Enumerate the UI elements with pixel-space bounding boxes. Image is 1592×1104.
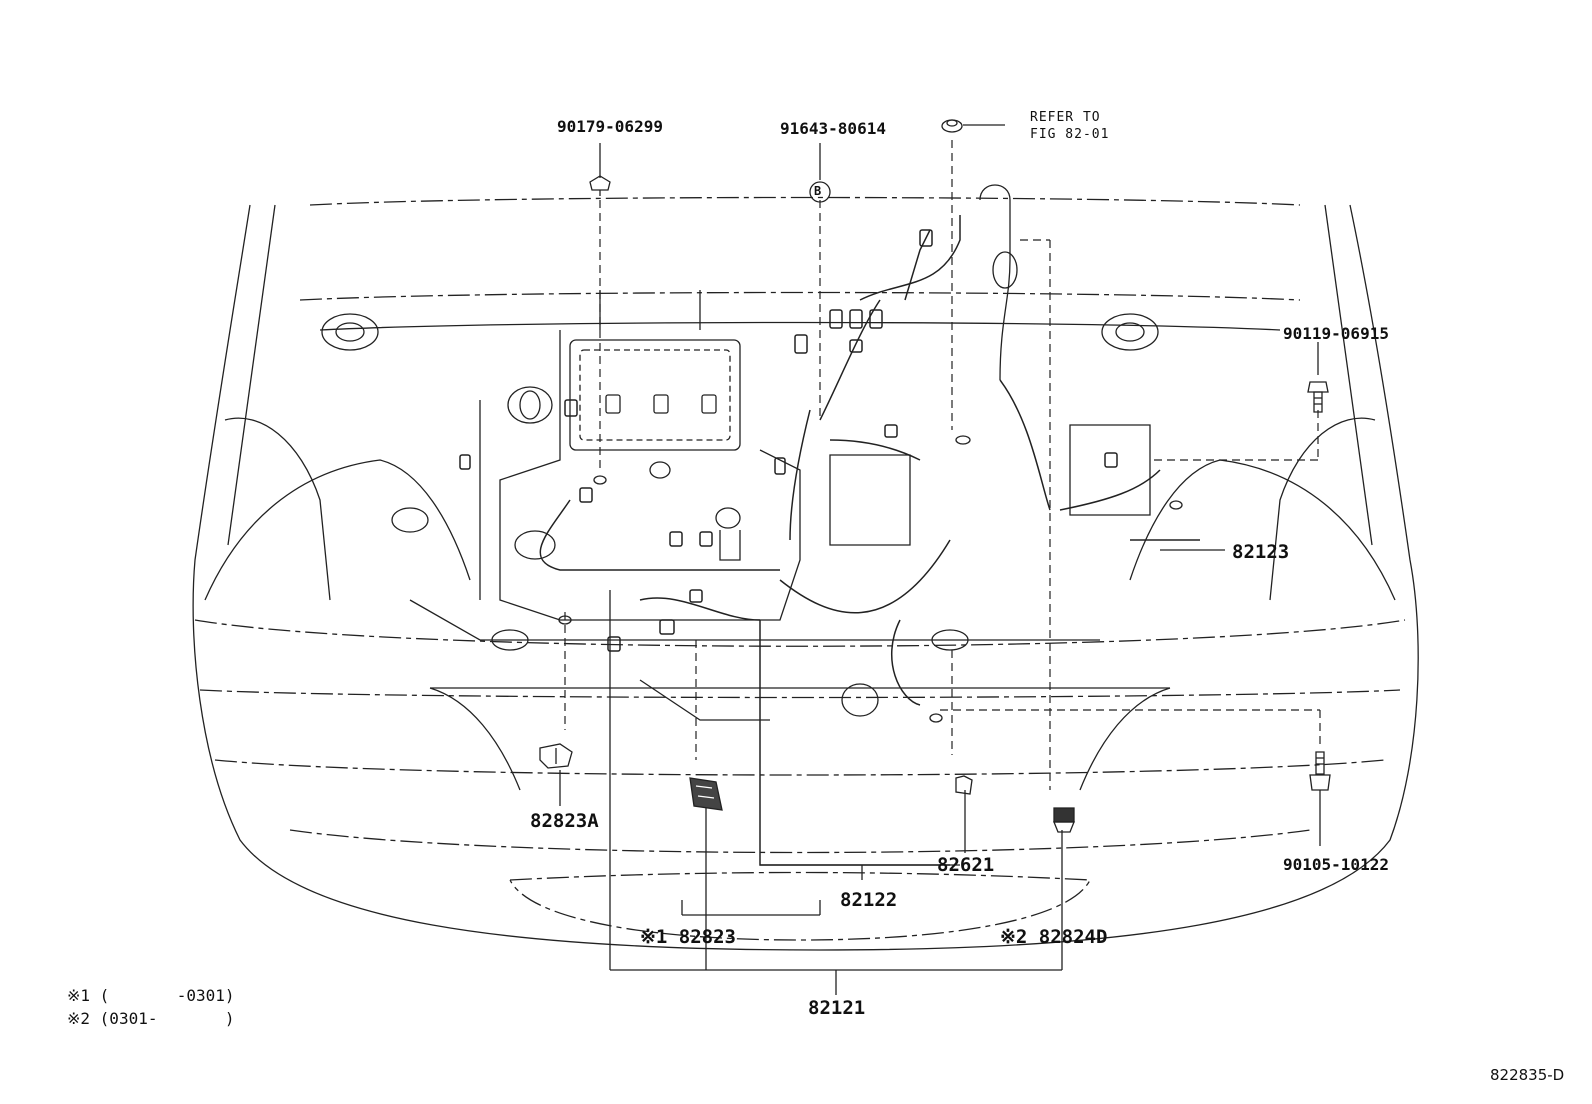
label-82824D: ※2 82824D (1000, 926, 1108, 948)
label-82123: 82123 (1232, 541, 1290, 563)
label-82621: 82621 (937, 854, 995, 876)
label-refer-fig: FIG 82-01 (1030, 127, 1110, 142)
label-90119-06915: 90119-06915 (1283, 324, 1389, 343)
label-circle-b: B (814, 184, 822, 198)
engine-sketch (392, 185, 1150, 720)
label-82122: 82122 (840, 889, 898, 911)
circle-b-icon (810, 182, 830, 202)
bolt-90119-icon (1308, 382, 1328, 412)
solid-leaders (560, 125, 1320, 995)
label-91643-80614: 91643-80614 (780, 119, 886, 138)
leader-lines (565, 140, 1320, 790)
part-icons (540, 120, 1330, 832)
label-82121: 82121 (808, 997, 866, 1019)
note-1: ※1 ( -0301) (67, 986, 235, 1005)
label-90105-10122: 90105-10122 (1283, 855, 1389, 874)
bolt-90105-icon (1310, 752, 1330, 790)
clip-82621-icon (956, 776, 972, 794)
label-90179-06299: 90179-06299 (557, 117, 663, 136)
diagram-code: 822835-D (1490, 1066, 1565, 1084)
label-refer-to: REFER TO (1030, 110, 1101, 125)
note-2: ※2 (0301- ) (67, 1009, 235, 1028)
label-82823A: 82823A (530, 810, 599, 832)
clip-82823A-icon (540, 744, 572, 768)
clip-90179-icon (590, 176, 610, 196)
nut-icon (942, 120, 962, 132)
label-82823: ※1 82823 (640, 926, 736, 948)
connector-82823-icon (690, 778, 722, 810)
car-body-outline (193, 198, 1418, 951)
connector-82824D-icon (1054, 808, 1074, 832)
